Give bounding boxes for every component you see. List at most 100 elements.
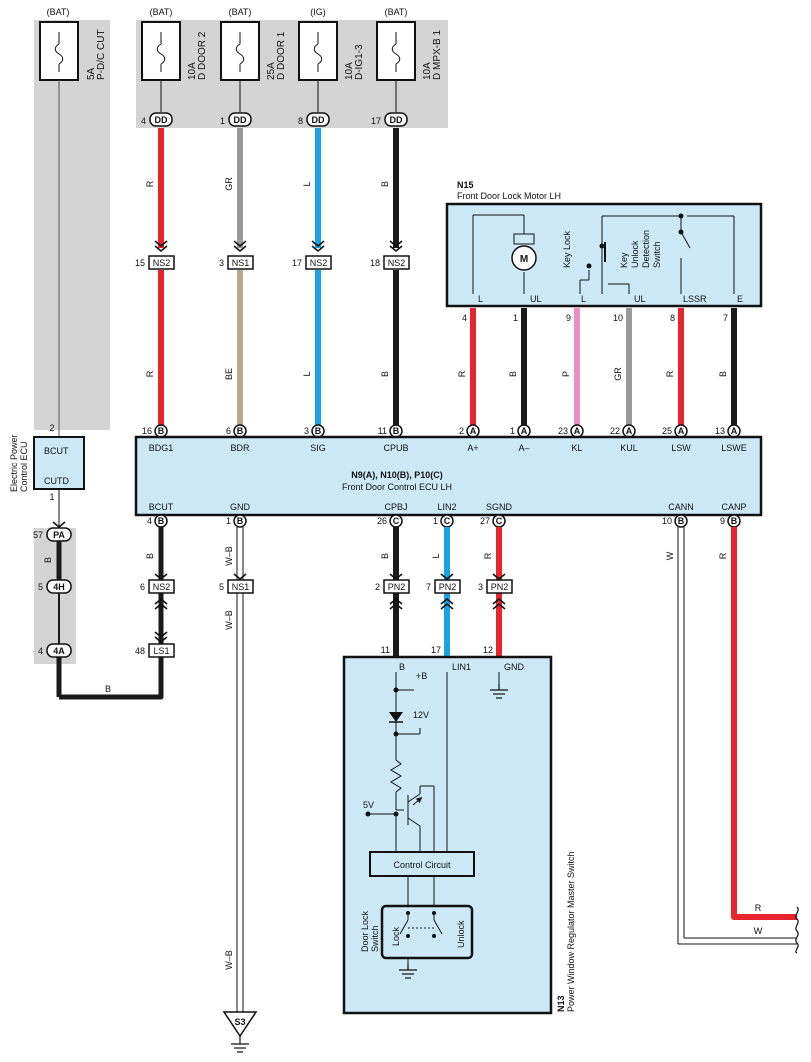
svg-text:5: 5: [38, 582, 43, 592]
svg-text:LS1: LS1: [153, 646, 169, 656]
svg-text:DD: DD: [390, 115, 403, 125]
ecu-top-connectors: B B B B A A A A A A: [154, 424, 741, 438]
fuse-source: (BAT): [150, 7, 173, 17]
svg-text:17: 17: [431, 645, 441, 655]
svg-text:LIN2: LIN2: [437, 502, 456, 512]
svg-text:B: B: [393, 426, 400, 436]
svg-text:B: B: [380, 371, 390, 377]
svg-text:1: 1: [220, 116, 225, 126]
svg-text:KL: KL: [571, 443, 582, 453]
svg-text:R: R: [718, 552, 728, 559]
svg-text:1: 1: [513, 313, 518, 323]
fuse-amp: 10A: [187, 62, 198, 80]
svg-text:A+: A+: [467, 443, 478, 453]
svg-text:6: 6: [226, 426, 231, 436]
svg-text:GND: GND: [230, 502, 251, 512]
svg-text:22: 22: [610, 426, 620, 436]
svg-text:BCUT: BCUT: [149, 502, 174, 512]
ecu-name: Front Door Control ECU LH: [342, 482, 452, 492]
svg-text:4: 4: [141, 116, 146, 126]
svg-text:A: A: [678, 426, 685, 436]
svg-text:57: 57: [33, 530, 43, 540]
svg-text:L: L: [478, 294, 483, 304]
pn2-junctions: PN2 2 PN2 7 PN2 3: [375, 579, 513, 594]
svg-text:R: R: [145, 370, 155, 377]
fuse-amp: 25A: [266, 62, 277, 80]
svg-text:B: B: [678, 516, 685, 526]
fuse-column-left: [34, 20, 110, 430]
fuse-p-dc-cut: (BAT) 5A P-D/C CUT: [39, 7, 107, 81]
fuse-amp: 5A: [86, 67, 97, 80]
svg-text:B: B: [237, 516, 244, 526]
svg-text:UL: UL: [530, 294, 542, 304]
key-lock-label: Key Lock: [562, 230, 572, 268]
fuse-name: P-D/C CUT: [96, 29, 107, 80]
svg-text:A: A: [521, 426, 528, 436]
svg-text:L: L: [302, 371, 312, 376]
fuse-name: D-IG1-3: [354, 44, 365, 80]
dd-connector: 8 DD: [298, 112, 330, 127]
motor-internals: [472, 214, 735, 294]
svg-text:A: A: [731, 426, 738, 436]
fuse-name: D DOOR 1: [276, 31, 287, 80]
svg-text:B: B: [380, 181, 390, 187]
svg-text:15: 15: [135, 258, 145, 268]
svg-text:PN2: PN2: [439, 582, 457, 592]
svg-text:NS1: NS1: [232, 582, 250, 592]
svg-text:W: W: [754, 926, 763, 936]
svg-text:4: 4: [147, 516, 152, 526]
gnd-junction: NS1 5: [219, 579, 254, 594]
master-switch-id: N13: [556, 995, 566, 1012]
svg-text:7: 7: [426, 582, 431, 592]
svg-text:L: L: [431, 553, 441, 558]
svg-text:LSWE: LSWE: [721, 443, 747, 453]
svg-text:1: 1: [433, 516, 438, 526]
dd-connector: 4 DD: [141, 112, 173, 127]
svg-text:R: R: [483, 552, 493, 559]
svg-text:11: 11: [378, 426, 387, 436]
svg-text:A–: A–: [518, 443, 529, 453]
motor-symbol: M: [520, 254, 528, 265]
svg-text:SGND: SGND: [486, 502, 513, 512]
svg-text:BE: BE: [224, 368, 234, 380]
power-ecu-name-2: Control ECU: [19, 441, 29, 492]
svg-text:DD: DD: [155, 115, 168, 125]
motor-title: Front Door Lock Motor LH: [457, 191, 561, 201]
svg-text:7: 7: [723, 313, 728, 323]
svg-text:BCUT: BCUT: [44, 446, 69, 456]
svg-text:3: 3: [219, 258, 224, 268]
ecu-bottom-connectors: B B C C C B B: [154, 514, 741, 528]
svg-text:B: B: [158, 426, 165, 436]
fuse-amp: 10A: [422, 62, 433, 80]
svg-text:BDG1: BDG1: [149, 443, 174, 453]
junction-ns2: 17 NS2: [292, 255, 332, 270]
svg-text:B: B: [731, 516, 738, 526]
svg-text:PN2: PN2: [388, 582, 406, 592]
fuse-amp: 10A: [344, 62, 355, 80]
svg-text:NS2: NS2: [388, 258, 406, 268]
svg-text:B: B: [399, 662, 405, 672]
cann-wire: [677, 527, 797, 945]
svg-text:4: 4: [462, 313, 467, 323]
svg-text:GR: GR: [613, 367, 623, 381]
svg-text:A: A: [574, 426, 581, 436]
svg-text:17: 17: [292, 258, 302, 268]
dd-connector: 17 DD: [371, 112, 408, 127]
svg-text:CUTD: CUTD: [44, 476, 69, 486]
svg-text:PA: PA: [53, 530, 65, 540]
svg-text:B: B: [237, 426, 244, 436]
svg-text:W–B: W–B: [224, 546, 234, 566]
svg-text:LSW: LSW: [671, 443, 691, 453]
svg-text:W: W: [665, 551, 675, 560]
svg-text:NS2: NS2: [153, 258, 171, 268]
svg-text:5: 5: [219, 582, 224, 592]
svg-text:GR: GR: [224, 177, 234, 191]
svg-text:2: 2: [459, 426, 464, 436]
svg-text:B: B: [508, 371, 518, 377]
svg-text:17: 17: [371, 116, 381, 126]
svg-text:9: 9: [720, 516, 725, 526]
key-unlock-label-1: Key: [619, 252, 629, 268]
svg-text:48: 48: [135, 646, 145, 656]
svg-text:GND: GND: [504, 662, 525, 672]
